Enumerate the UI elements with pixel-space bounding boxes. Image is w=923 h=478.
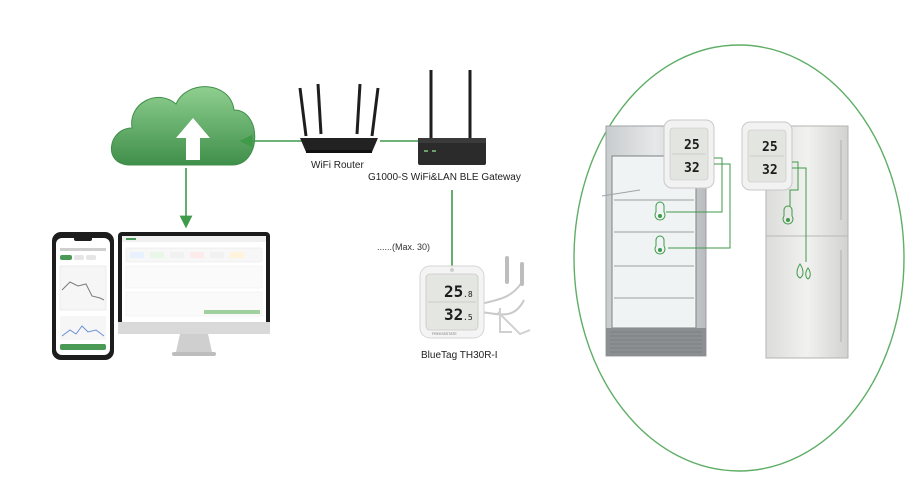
thermometer-icon [654, 201, 666, 221]
thermometer-icon [654, 235, 666, 255]
smartphone-icon [52, 232, 114, 360]
fridge-sensor-2-icon: 25 32 [741, 121, 793, 191]
humidity-icon [796, 263, 811, 280]
svg-text:32: 32 [762, 163, 778, 178]
sensor-temp-dec: .8 [463, 290, 473, 299]
thermometer-icon [782, 205, 794, 225]
router-label: WiFi Router [311, 160, 364, 171]
fridge-group-circle [573, 44, 905, 472]
gateway-device-icon [418, 70, 486, 165]
sensor-label: BlueTag TH30R-I [421, 350, 498, 361]
sensor-brand: FREKSSSTATE [432, 332, 457, 336]
wifi-router-icon [298, 83, 380, 153]
sensor-hum-dec: .5 [463, 313, 473, 322]
svg-text:32: 32 [684, 161, 700, 176]
gateway-label: G1000-S WiFi&LAN BLE Gateway [368, 172, 521, 183]
sensor-hum-main: 32 [444, 305, 463, 324]
probe-line-1 [666, 157, 723, 213]
probe-line-3 [789, 161, 799, 206]
sensor-temp-main: 25 [444, 282, 463, 301]
probe-line-4 [792, 167, 807, 262]
cloud-upload-icon [111, 86, 256, 166]
fridge-sensor-1-icon: 25 32 [663, 119, 715, 189]
svg-text:25: 25 [684, 138, 700, 153]
desktop-monitor-icon [118, 232, 270, 356]
svg-text:25: 25 [762, 140, 778, 155]
probe-line-2 [668, 163, 731, 249]
max-count-label: ......(Max. 30) [377, 242, 430, 252]
bluetag-sensor-icon: 25 .8 32 .5 FREKSSSTATE [419, 256, 531, 339]
